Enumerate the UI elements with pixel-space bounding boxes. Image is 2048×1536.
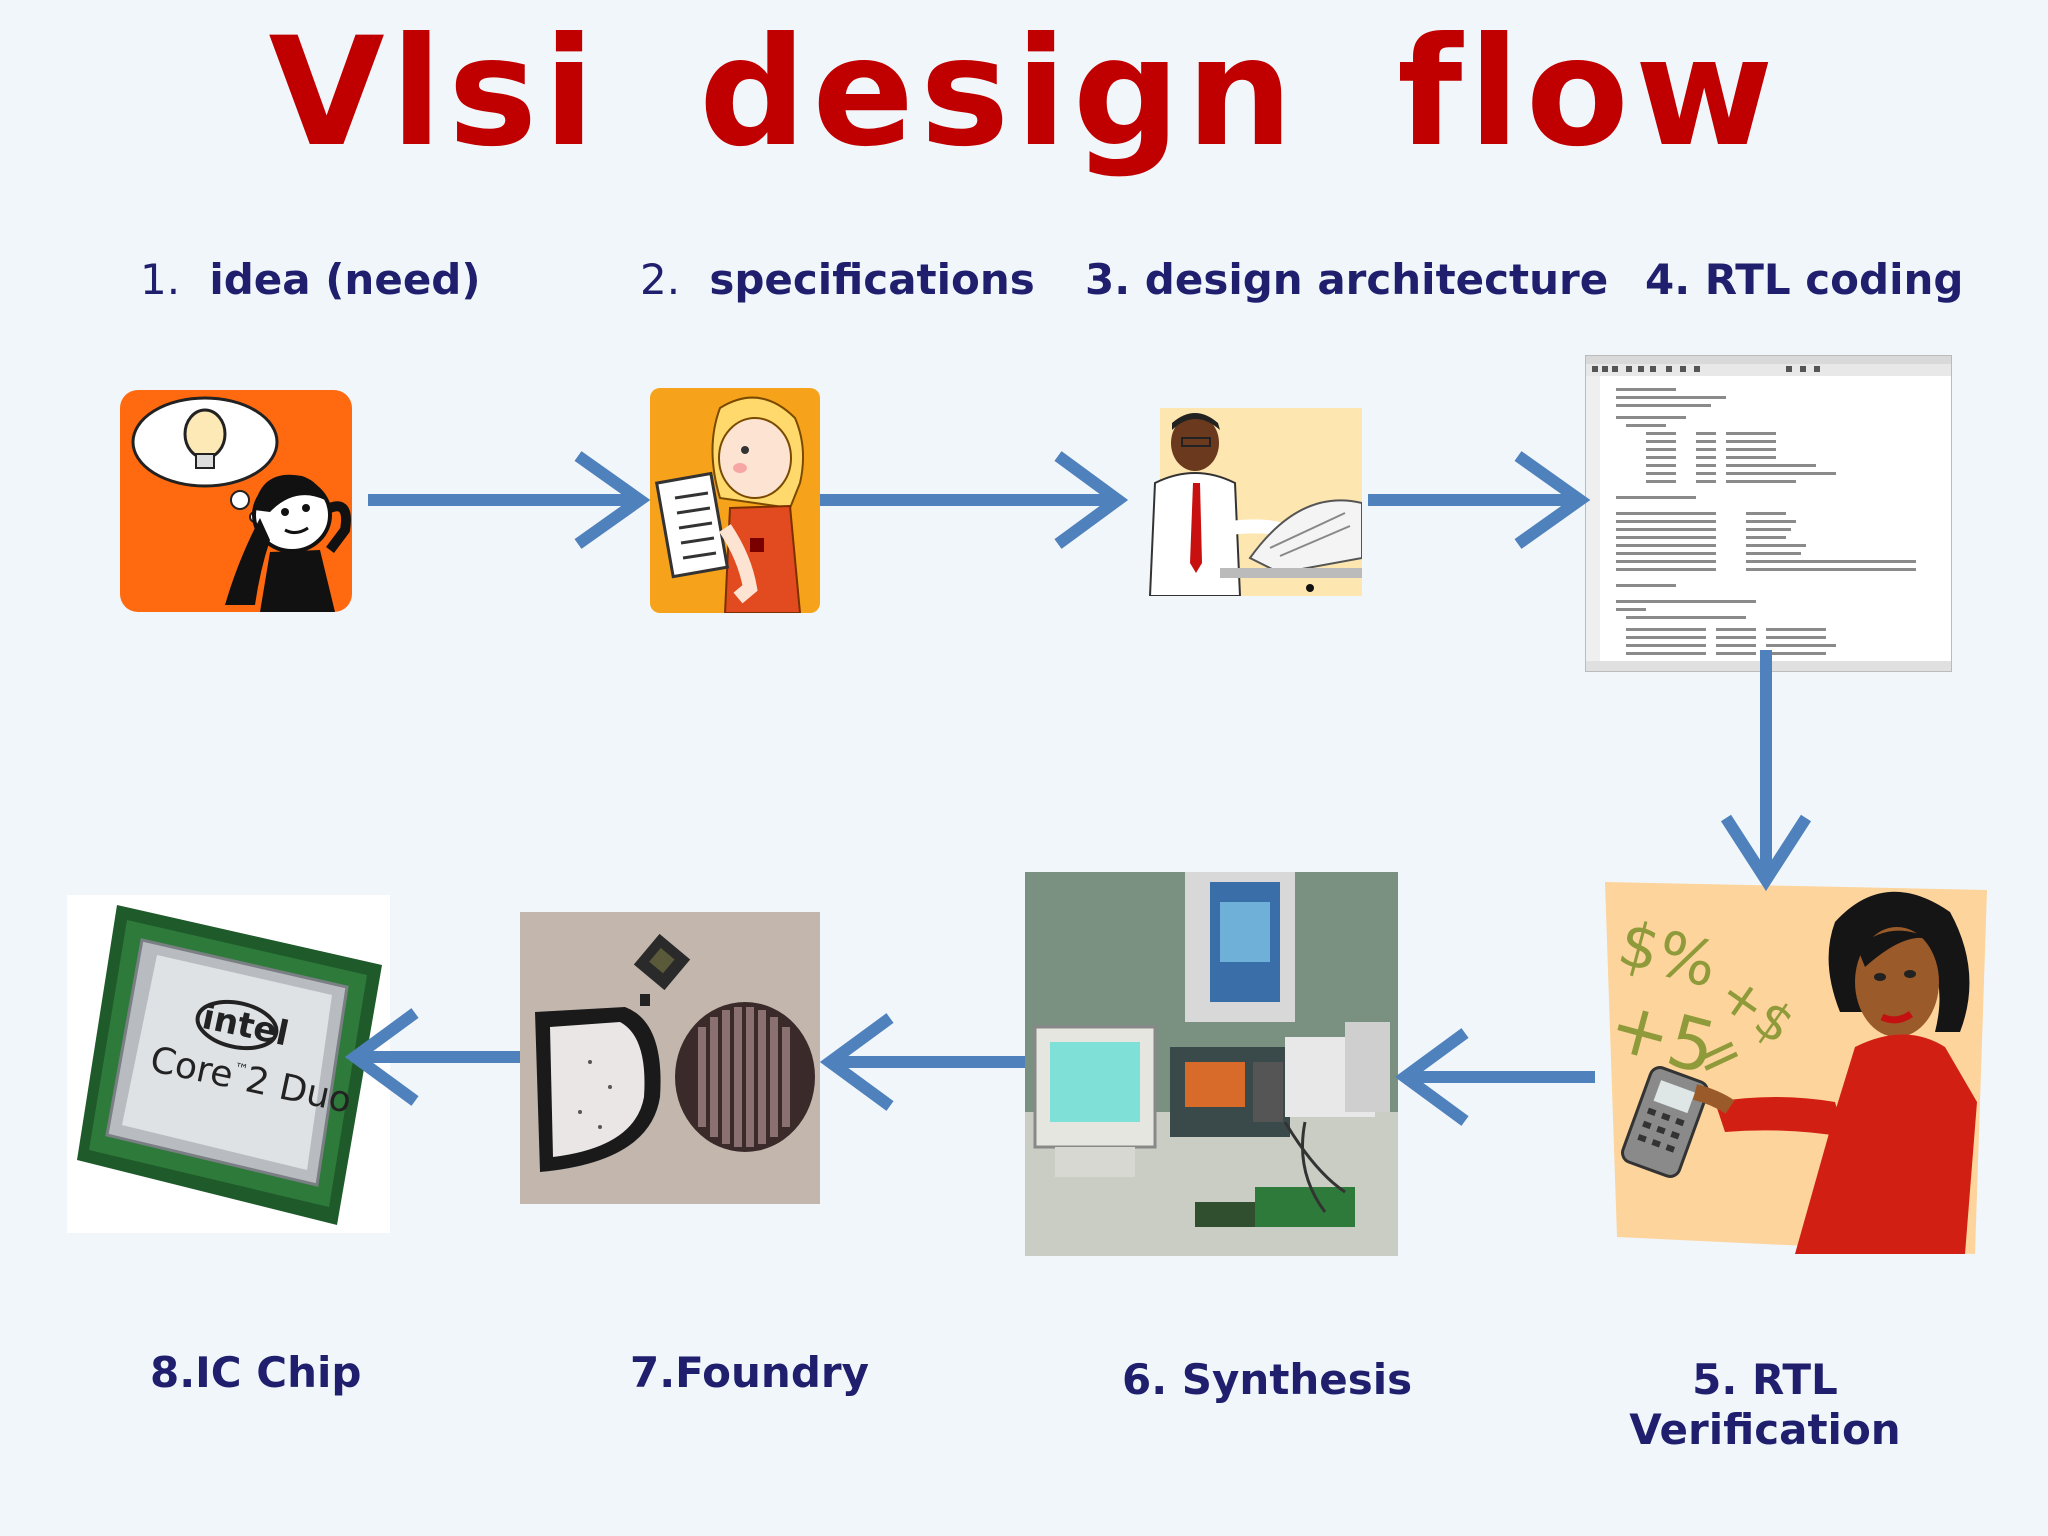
step-2-image [650, 388, 820, 613]
step-6-label: 6. Synthesis [1122, 1355, 1413, 1404]
arrow-3-to-4 [1368, 451, 1591, 549]
woman-calculator-icon: $% +5 +$ = [1605, 882, 1987, 1254]
arrow-6-to-7 [819, 1013, 1025, 1111]
step-8-label: 8.IC Chip [150, 1348, 362, 1397]
step-1-label: 1. idea (need) [140, 255, 481, 304]
step-5-image: $% +5 +$ = [1605, 882, 1987, 1254]
arrow-1-to-2 [368, 451, 651, 549]
arrow-5-to-6 [1394, 1028, 1595, 1126]
step-4-label: 4. RTL coding [1645, 255, 1964, 304]
page-title: Vlsi design flow [268, 6, 1780, 180]
arrow-7-to-8 [344, 1008, 520, 1106]
step-1-image [120, 390, 352, 612]
step-2-label: 2. specifications [640, 255, 1035, 304]
step-3-label: 3. design architecture [1085, 255, 1609, 304]
step-7-image [520, 912, 820, 1204]
step-5-label: 5. RTL Verification [1629, 1355, 1901, 1455]
processor-chip-icon: intel Core™2 Duo [77, 905, 382, 1225]
arrow-4-to-5 [1720, 650, 1812, 892]
girl-document-icon [654, 396, 804, 613]
lab-workstation-icon [1025, 872, 1398, 1256]
thinking-person-icon [131, 396, 351, 612]
silicon-wafers-icon [520, 912, 820, 1204]
step-7-label: 7.Foundry [630, 1348, 869, 1397]
step-3-image [1130, 408, 1362, 596]
step-6-image [1025, 872, 1398, 1256]
arrow-2-to-3 [820, 451, 1129, 549]
step-8-image: intel Core™2 Duo [67, 895, 390, 1233]
man-drafting-icon [1148, 408, 1362, 596]
